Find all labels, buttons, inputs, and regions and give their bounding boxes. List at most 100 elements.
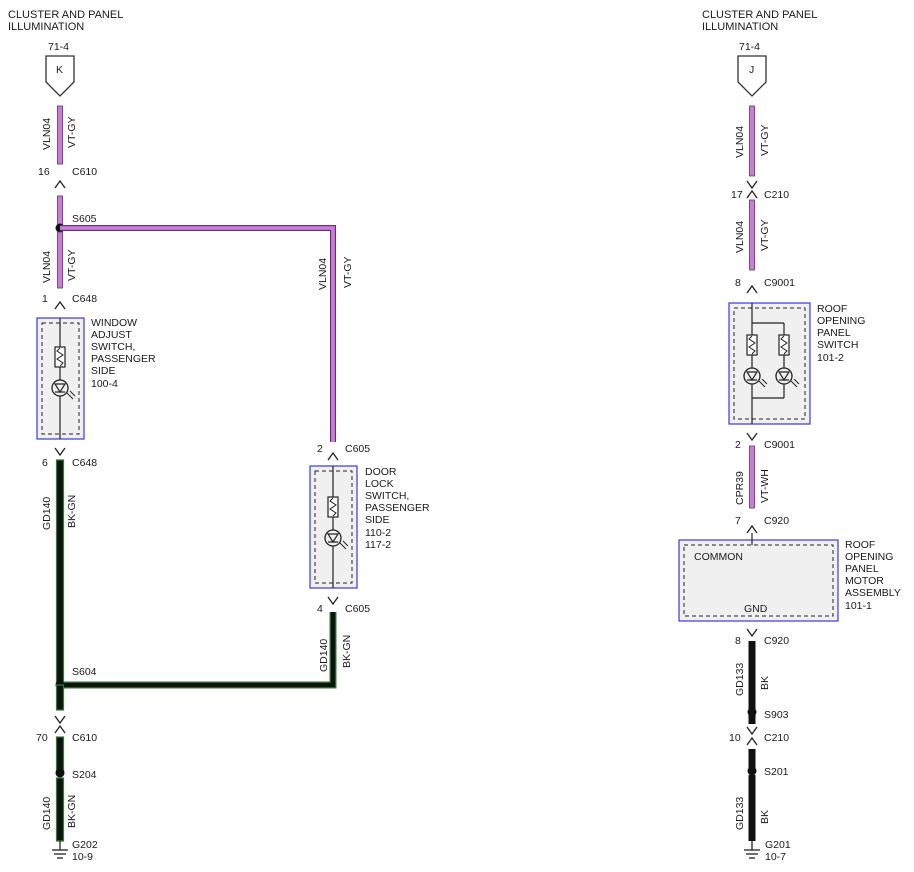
left-s204-label: S204 <box>72 769 97 781</box>
right-ground-ref: 10-7 <box>765 851 786 863</box>
switch1-label-5: SIDE <box>91 365 116 377</box>
left-c648-pin-bot: 6 <box>42 457 48 469</box>
switch2-label-6: 110-2 <box>365 527 391 539</box>
right-c210-name: C210 <box>764 189 789 201</box>
c605-top-connector-icon <box>327 451 339 461</box>
right-title-line1: CLUSTER AND PANEL <box>702 9 817 21</box>
right-c210b-name: C210 <box>764 732 789 744</box>
switch2-label-5: SIDE <box>365 514 390 526</box>
right-wire-5a <box>748 749 756 769</box>
right-wire1-color: VT-GY <box>759 124 771 156</box>
right-wire4-circuit: GD133 <box>734 663 746 696</box>
right-wire1-circuit: VLN04 <box>734 126 746 158</box>
roof-switch-label-3: PANEL <box>817 327 851 339</box>
motor-gnd-label: GND <box>744 603 768 615</box>
motor-common-label: COMMON <box>694 551 743 563</box>
left-branch-wire <box>60 226 335 442</box>
left-s604-label: S604 <box>72 666 97 678</box>
switch1-label-4: PASSENGER <box>91 353 156 365</box>
right-connector-j-icon: J <box>737 55 767 97</box>
left-ground-label: G202 <box>72 839 98 851</box>
left-branch-color: VT-GY <box>342 256 354 288</box>
left-s204-splice-icon <box>55 768 65 778</box>
left-wire2-color: VT-GY <box>66 249 78 281</box>
left-source-ref: 71-4 <box>48 41 69 53</box>
left-c648-bottom-connector-icon <box>54 447 66 457</box>
right-c9001-pin-top: 8 <box>735 277 741 289</box>
right-c210b-top-icon <box>746 726 758 736</box>
right-wire2-circuit: VLN04 <box>734 221 746 253</box>
switch2-label-1: DOOR <box>365 466 397 478</box>
door-lock-switch <box>309 465 358 589</box>
c605-pin-bot: 4 <box>317 603 323 615</box>
right-c920-name-bot: C920 <box>764 635 789 647</box>
left-connector-letter: K <box>56 64 63 76</box>
right-c920-pin-bot: 8 <box>735 635 741 647</box>
left-wire3-color: BK-GN <box>66 495 78 528</box>
switch1-label-2: ADJUST <box>91 329 132 341</box>
switch2-label-2: LOCK <box>365 478 394 490</box>
right-wire5-color: BK <box>759 810 771 824</box>
left-c610-pin-bot: 70 <box>36 732 48 744</box>
left-wire1-circuit: VLN04 <box>41 118 53 150</box>
right-c920-top-icon <box>746 524 758 534</box>
right-c210b-bottom-icon <box>746 736 758 746</box>
motor-label-3: PANEL <box>845 563 879 575</box>
right-s201-splice-icon <box>747 766 757 776</box>
roof-switch-label-5: 101-2 <box>817 352 844 364</box>
switch2-label-4: PASSENGER <box>365 502 430 514</box>
left-c648-connector-icon <box>54 300 66 310</box>
left-ground-ref: 10-9 <box>72 851 93 863</box>
c605-pin-top: 2 <box>317 443 323 455</box>
left-title-line2: ILLUMINATION <box>8 21 84 33</box>
left-wire-4b <box>55 684 65 711</box>
right-c210-pin: 17 <box>731 189 743 201</box>
right-wire3-circuit: CPR39 <box>734 471 746 505</box>
right-s201-label: S201 <box>764 766 789 778</box>
c605-name-bot: C605 <box>345 603 370 615</box>
roof-switch-label-2: OPENING <box>817 315 865 327</box>
motor-label-1: ROOF <box>845 539 875 551</box>
left-c648-name-bot: C648 <box>72 457 97 469</box>
right-wire-1 <box>749 105 755 177</box>
right-c920-bottom-icon <box>746 628 758 638</box>
right-wire5-circuit: GD133 <box>734 797 746 830</box>
right-c920-pin-top: 7 <box>735 515 741 527</box>
right-c9001-name-bot: C9001 <box>764 439 795 451</box>
right-c210-top-icon <box>746 180 758 190</box>
roof-panel-motor-assembly <box>678 533 839 622</box>
motor-label-6: 101-1 <box>845 600 872 612</box>
left-diagram: CLUSTER AND PANEL ILLUMINATION 71-4 K VL… <box>8 9 430 863</box>
right-title-line2: ILLUMINATION <box>702 21 778 33</box>
roof-switch-label-1: ROOF <box>817 303 847 315</box>
left-c610-name-top: C610 <box>72 166 97 178</box>
left-wire4-color: BK-GN <box>341 635 353 668</box>
right-s903-label: S903 <box>764 709 789 721</box>
door-switch-resistor-icon <box>327 496 339 518</box>
right-wire4-color: BK <box>759 676 771 690</box>
right-c9001-pin-bot: 2 <box>735 439 741 451</box>
c605-bottom-connector-icon <box>327 596 339 606</box>
left-wire1-color: VT-GY <box>66 116 78 148</box>
left-connector-k-icon: K <box>45 55 75 97</box>
left-c610-pin-top: 16 <box>38 166 50 178</box>
switch1-label-3: SWITCH, <box>91 341 135 353</box>
left-wire3-circuit: GD140 <box>41 497 53 530</box>
left-c610-bottom-icon <box>54 724 66 734</box>
left-title-line1: CLUSTER AND PANEL <box>8 9 123 21</box>
left-wire-4-edge <box>60 612 337 689</box>
c605-name-top: C605 <box>345 443 370 455</box>
right-ground-icon <box>744 841 760 859</box>
left-c610-name-bot: C610 <box>72 732 97 744</box>
right-wire3-color: VT-WH <box>759 469 771 503</box>
switch2-label-7: 117-2 <box>365 539 391 551</box>
left-wire-5 <box>55 777 65 842</box>
motor-label-4: MOTOR <box>845 575 884 587</box>
left-c610-connector-icon <box>54 179 66 189</box>
left-wire2-circuit: VLN04 <box>41 251 53 283</box>
switch2-label-3: SWITCH, <box>365 490 409 502</box>
right-wire-3 <box>749 445 755 509</box>
left-wire5-color: BK-GN <box>66 795 78 828</box>
switch1-label-1: WINDOW <box>91 317 137 329</box>
